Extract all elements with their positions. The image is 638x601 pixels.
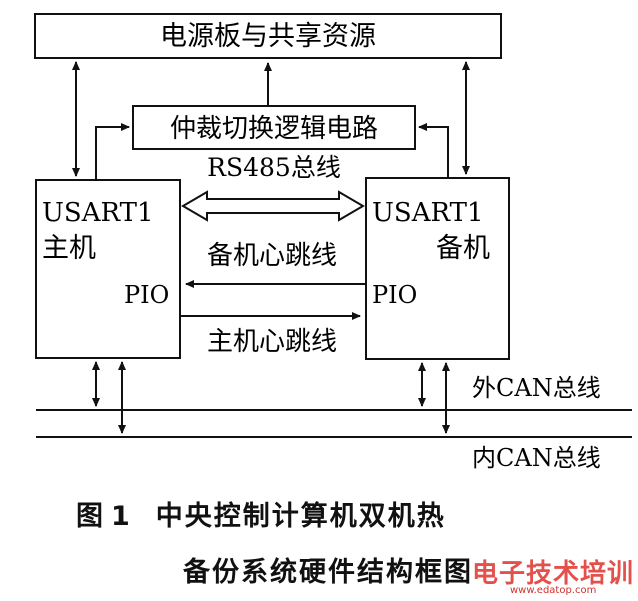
arbitration-label: 仲裁切换逻辑电路	[170, 114, 378, 144]
master-pio-label: PIO	[124, 281, 169, 309]
site-watermark: 电子技术培训 www.edatop.com	[470, 553, 634, 597]
caption-text-line2: 备份系统硬件结构框图	[183, 557, 473, 588]
inner-can-label: 内CAN总线	[472, 444, 601, 472]
watermark-url: www.edatop.com	[510, 585, 597, 596]
master-role-label: 主机	[42, 233, 96, 264]
figure-label: 图	[76, 501, 105, 532]
watermark-text: 电子技术培训	[472, 559, 635, 589]
rs485-bus-arrow	[181, 190, 365, 222]
backup-role-label: 备机	[436, 233, 490, 264]
backup-heartbeat-label: 备机心跳线	[207, 241, 337, 271]
rs485-label: RS485总线	[207, 153, 341, 182]
backup-arbitration-arrow	[418, 123, 449, 178]
power-board-box	[34, 13, 502, 59]
master-usart-label: USART1	[42, 198, 154, 228]
backup-box	[365, 177, 510, 360]
figure-caption-line2: 备份系统硬件结构框图	[183, 550, 638, 589]
master-arbitration-arrow	[95, 123, 130, 180]
backup-usart-label: USART1	[372, 198, 484, 228]
arbitration-box	[132, 105, 416, 150]
backup-pio-label: PIO	[372, 281, 417, 309]
figure-number: 1	[111, 501, 132, 532]
outer-can-label: 外CAN总线	[472, 374, 601, 402]
master-box	[35, 179, 181, 359]
caption-text-line1: 中央控制计算机双机热	[155, 501, 446, 532]
power-board-label: 电源板与共享资源	[160, 21, 376, 52]
master-heartbeat-label: 主机心跳线	[207, 327, 337, 357]
